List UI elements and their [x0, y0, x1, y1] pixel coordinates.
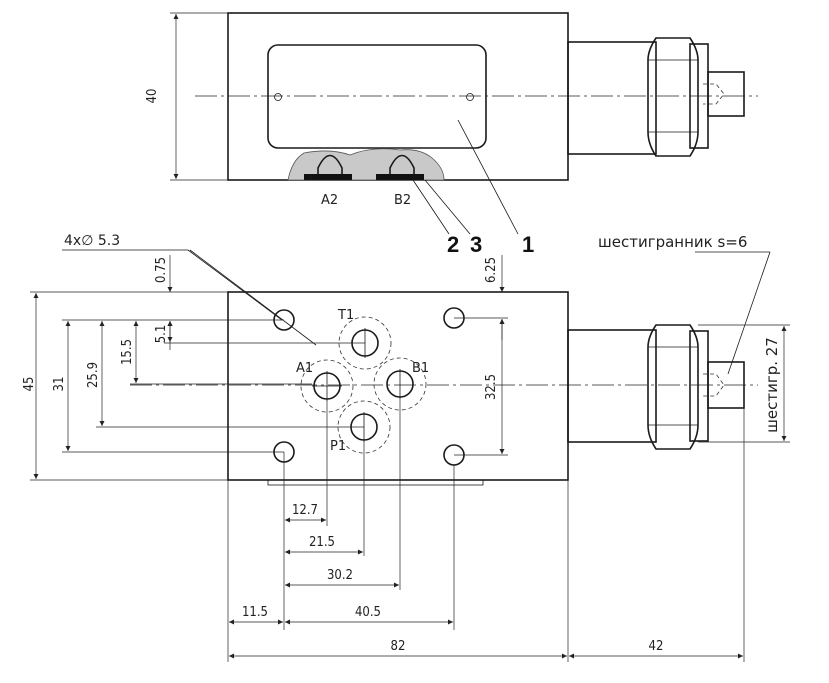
port-a2-seal	[304, 174, 352, 180]
dim-6-25: 6.25	[484, 257, 499, 283]
dim-40-5: 40.5	[355, 605, 381, 620]
dim-42: 42	[649, 639, 664, 654]
dim-0-75: 0.75	[154, 257, 169, 283]
dim-31: 31	[52, 377, 67, 392]
port-b1-ring	[373, 357, 427, 411]
bottom-view: T1 A1 B1 P1 4x∅ 5.3 шестигранник s=6 шес…	[22, 233, 790, 662]
port-label-b1: B1	[412, 361, 429, 376]
port-label-b2: B2	[394, 193, 411, 208]
dim-82: 82	[391, 639, 406, 654]
port-t1-ring	[338, 316, 392, 370]
bottom-nut-2	[689, 330, 709, 442]
bottom-base-plate	[267, 479, 484, 486]
top-adjuster-sleeve	[567, 41, 657, 155]
bottom-locknut	[647, 324, 699, 450]
port-a2-arch	[317, 154, 343, 176]
port-a1-ring	[300, 359, 354, 413]
nameplate-screw-right	[466, 93, 474, 101]
note-holes: 4x∅ 5.3	[64, 233, 120, 249]
dim-11-5: 11.5	[242, 605, 268, 620]
bottom-adjuster-sleeve	[567, 329, 657, 443]
port-label-a2: A2	[321, 193, 338, 208]
dim-15-5: 15.5	[120, 339, 135, 365]
callout-1: 1	[522, 232, 534, 257]
port-b2-seal	[376, 174, 424, 180]
dim-21-5: 21.5	[309, 535, 335, 550]
top-locknut	[647, 37, 699, 157]
dim-25-9: 25.9	[86, 362, 101, 388]
port-p1-ring	[337, 400, 391, 454]
callout-3: 3	[470, 232, 482, 257]
nameplate-screw-left	[274, 93, 282, 101]
port-label-t1: T1	[337, 308, 354, 323]
dim-32-5: 32.5	[484, 374, 499, 400]
top-screw	[707, 71, 745, 117]
port-b2-arch	[389, 154, 415, 176]
dim-30-2: 30.2	[327, 568, 353, 583]
dim-5-1: 5.1	[154, 325, 169, 344]
port-label-p1: P1	[330, 439, 346, 454]
dim-40: 40	[145, 89, 160, 104]
top-view: 40 A2 B2 2 3 1	[145, 12, 758, 257]
note-hex-s: шестигранник s=6	[598, 233, 747, 251]
note-hex-27: шестигр. 27	[763, 337, 781, 433]
port-label-a1: A1	[296, 361, 313, 376]
dim-12-7: 12.7	[292, 503, 318, 518]
callout-2: 2	[447, 232, 459, 257]
dim-45: 45	[22, 377, 37, 392]
nameplate	[267, 44, 487, 149]
